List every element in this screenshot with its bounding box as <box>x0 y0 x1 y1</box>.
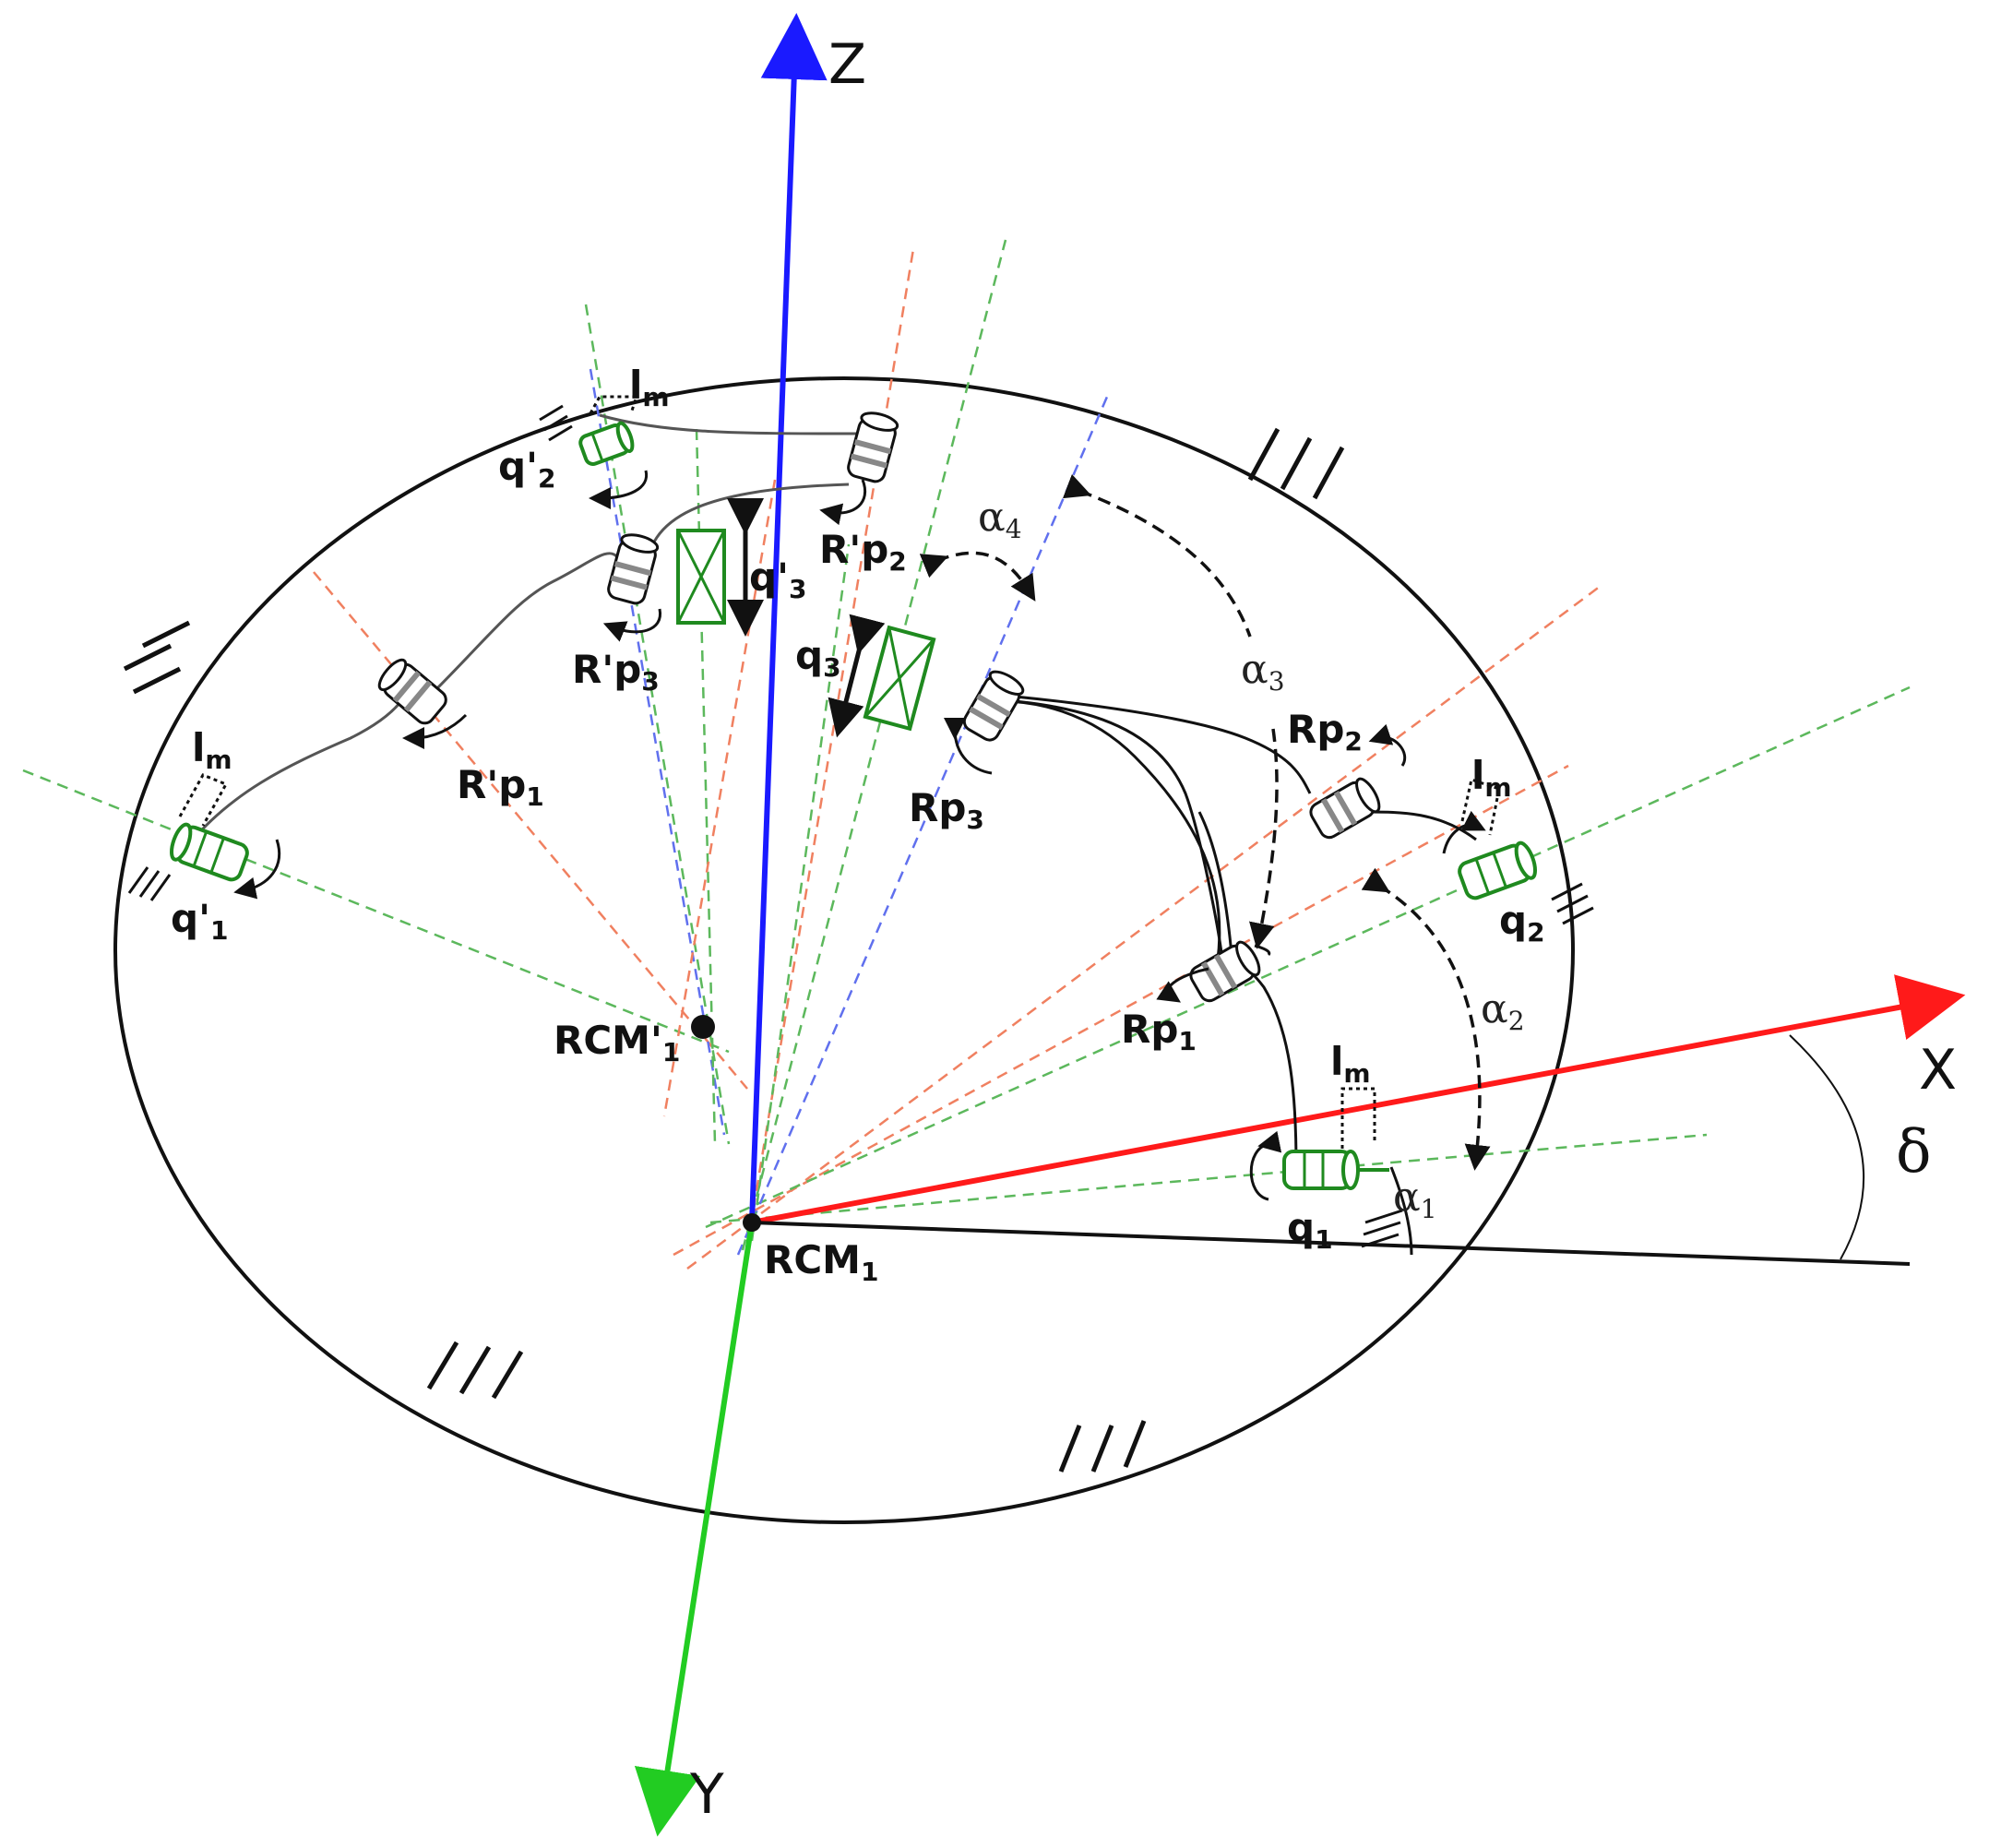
prismatic-q3 <box>863 625 936 732</box>
rcm1-point <box>743 1213 761 1232</box>
passive-joint-rp1-prime <box>377 658 447 725</box>
actuator-q1-prime <box>170 822 249 882</box>
q1-prime-label: q'1 <box>171 896 228 946</box>
actuator-ground-hatch <box>127 404 1594 1248</box>
base-ring <box>113 376 1575 1524</box>
rcm1-dashed-axes <box>673 239 1911 1270</box>
prismatic-q3-prime <box>676 529 726 625</box>
q2-prime-label: q'2 <box>498 444 555 494</box>
lm-label-q2-prime: lm <box>629 363 670 412</box>
actuator-q2-prime <box>578 421 635 466</box>
q3-motion-arrow <box>828 614 886 738</box>
x-axis-label: X <box>1919 1038 1957 1103</box>
alpha-angle-arrows <box>919 473 1491 1171</box>
actuator-q1 <box>1282 1150 1389 1190</box>
passive-joint-rp2 <box>1309 777 1381 840</box>
rcm1-prime-point <box>691 1015 715 1039</box>
lm-label-q2: lm <box>1471 753 1512 803</box>
q3-label: q3 <box>795 633 841 683</box>
right-chain-links <box>1000 695 1477 1168</box>
rp3-prime-label: R'p3 <box>572 647 660 697</box>
lm-offset-markers <box>178 395 1501 1149</box>
y-axis-label: Y <box>689 1762 724 1827</box>
rcm1-label: RCM1 <box>764 1237 878 1287</box>
passive-joint-rp3 <box>962 670 1025 742</box>
alpha3-label: α3 <box>1241 646 1285 697</box>
rp1-prime-label: R'p1 <box>457 762 544 812</box>
passive-joint-rp3-prime <box>607 533 660 605</box>
alpha1-label: α1 <box>1393 1174 1437 1224</box>
q2-label: q2 <box>1499 898 1545 948</box>
actuator-q2 <box>1458 841 1537 900</box>
lm-label-q1-prime: lm <box>192 725 232 775</box>
lm-label-q1: lm <box>1330 1039 1371 1089</box>
rotation-arrows <box>233 470 1486 1201</box>
y-axis <box>634 1222 755 1837</box>
q1-label: q1 <box>1287 1205 1333 1255</box>
rp3-label: Rp3 <box>909 785 984 835</box>
delta-angle-label: δ <box>1896 1118 1932 1186</box>
q3-prime-label: q'3 <box>749 554 806 604</box>
alpha4-label: α4 <box>978 494 1022 544</box>
ground-hatch-marks <box>123 427 1345 1472</box>
alpha1-angle-arc <box>1389 1166 1413 1256</box>
passive-joint-rp2-prime <box>847 411 899 483</box>
z-axis <box>749 13 828 1223</box>
rp2-prime-label: R'p2 <box>819 527 907 577</box>
z-axis-label: Z <box>828 32 866 97</box>
rcm1-prime-label: RCM'1 <box>554 1018 680 1067</box>
rp1-label: Rp1 <box>1121 1007 1197 1056</box>
reference-line <box>751 1221 1911 1266</box>
rp2-label: Rp2 <box>1287 707 1363 757</box>
delta-angle-arc <box>1789 1034 1864 1260</box>
alpha2-label: α2 <box>1481 985 1525 1036</box>
